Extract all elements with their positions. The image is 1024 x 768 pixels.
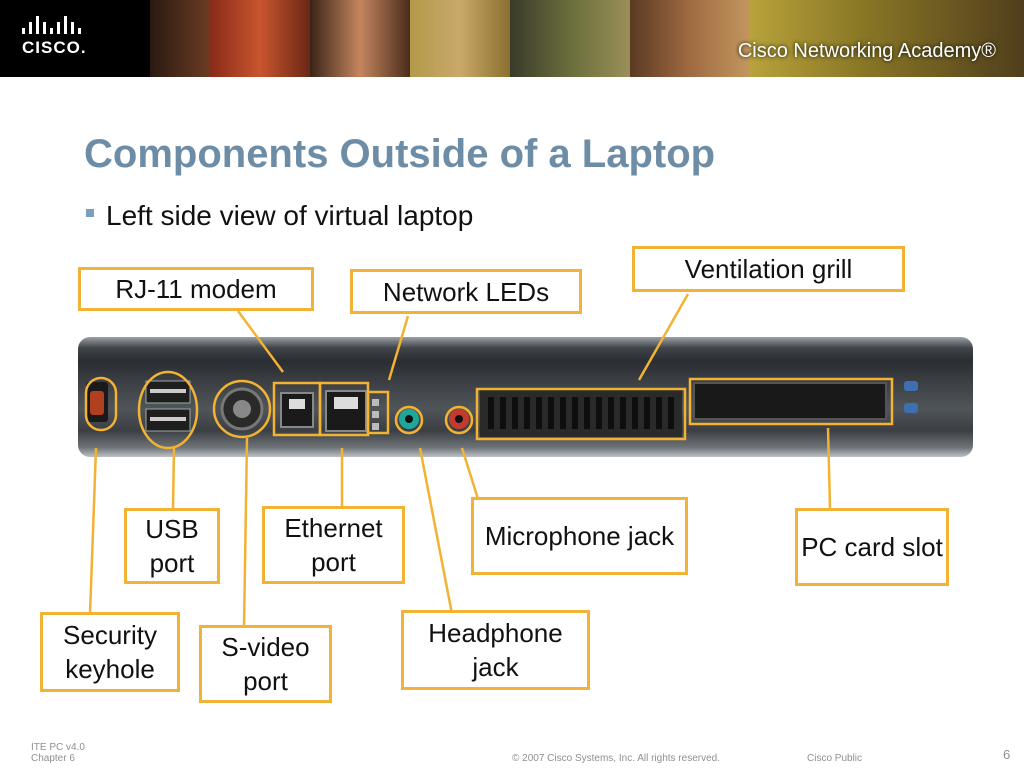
header-banner: CISCO. Cisco Networking Academy®: [0, 0, 1024, 77]
callout-microphone-jack: Microphone jack: [471, 497, 688, 575]
bullet-item: Left side view of virtual laptop: [86, 200, 473, 232]
slide-title: Components Outside of a Laptop: [84, 132, 716, 176]
callout-label: Ethernet port: [284, 513, 383, 577]
footer-classification: Cisco Public: [807, 753, 863, 764]
callout-label: Security keyhole: [63, 620, 157, 684]
callout-label: Network LEDs: [382, 276, 550, 307]
callout-headphone-jack: Headphone jack: [401, 610, 590, 690]
footer-course: ITE PC v4.0: [31, 742, 85, 753]
callout-pc-card-slot: PC card slot: [795, 508, 949, 586]
callout-usb-port: USB port: [124, 508, 220, 584]
callout-label: PC card slot: [801, 532, 943, 562]
callout-svideo-port: S-video port: [199, 625, 332, 703]
callout-label: Headphone jack: [428, 618, 563, 682]
callout-ethernet-port: Ethernet port: [262, 506, 405, 584]
banner-photo: [510, 0, 630, 77]
callout-security-keyhole: Security keyhole: [40, 612, 180, 692]
cisco-logo-text: CISCO.: [22, 38, 87, 57]
academy-name: Cisco Networking Academy®: [737, 40, 996, 62]
page-number: 6: [1003, 747, 1011, 762]
callout-label: Ventilation grill: [684, 254, 853, 284]
callout-label: Microphone jack: [484, 521, 675, 551]
callout-ventilation-grill: Ventilation grill: [632, 246, 905, 292]
banner-photo: [310, 0, 410, 77]
callout-network-leds: Network LEDs: [350, 269, 582, 314]
banner-photo: [750, 0, 1024, 77]
banner-photo: [410, 0, 510, 77]
callout-rj11-modem: RJ-11 modem: [78, 267, 314, 311]
bullet-marker: [86, 209, 94, 217]
banner-photo: [150, 0, 210, 77]
banner-photo: [210, 0, 310, 77]
footer-chapter: Chapter 6: [31, 753, 75, 764]
bullet-text: Left side view of virtual laptop: [106, 200, 474, 231]
footer-copyright: © 2007 Cisco Systems, Inc. All rights re…: [512, 753, 721, 764]
laptop-side-photo: [78, 337, 973, 457]
cisco-logo: CISCO.: [0, 0, 150, 77]
callout-label: RJ-11 modem: [115, 274, 277, 304]
callout-label: S-video port: [221, 632, 310, 696]
laptop-ports-drawing: [84, 370, 918, 450]
callout-label: USB port: [145, 514, 199, 578]
banner-photo: [630, 0, 750, 77]
